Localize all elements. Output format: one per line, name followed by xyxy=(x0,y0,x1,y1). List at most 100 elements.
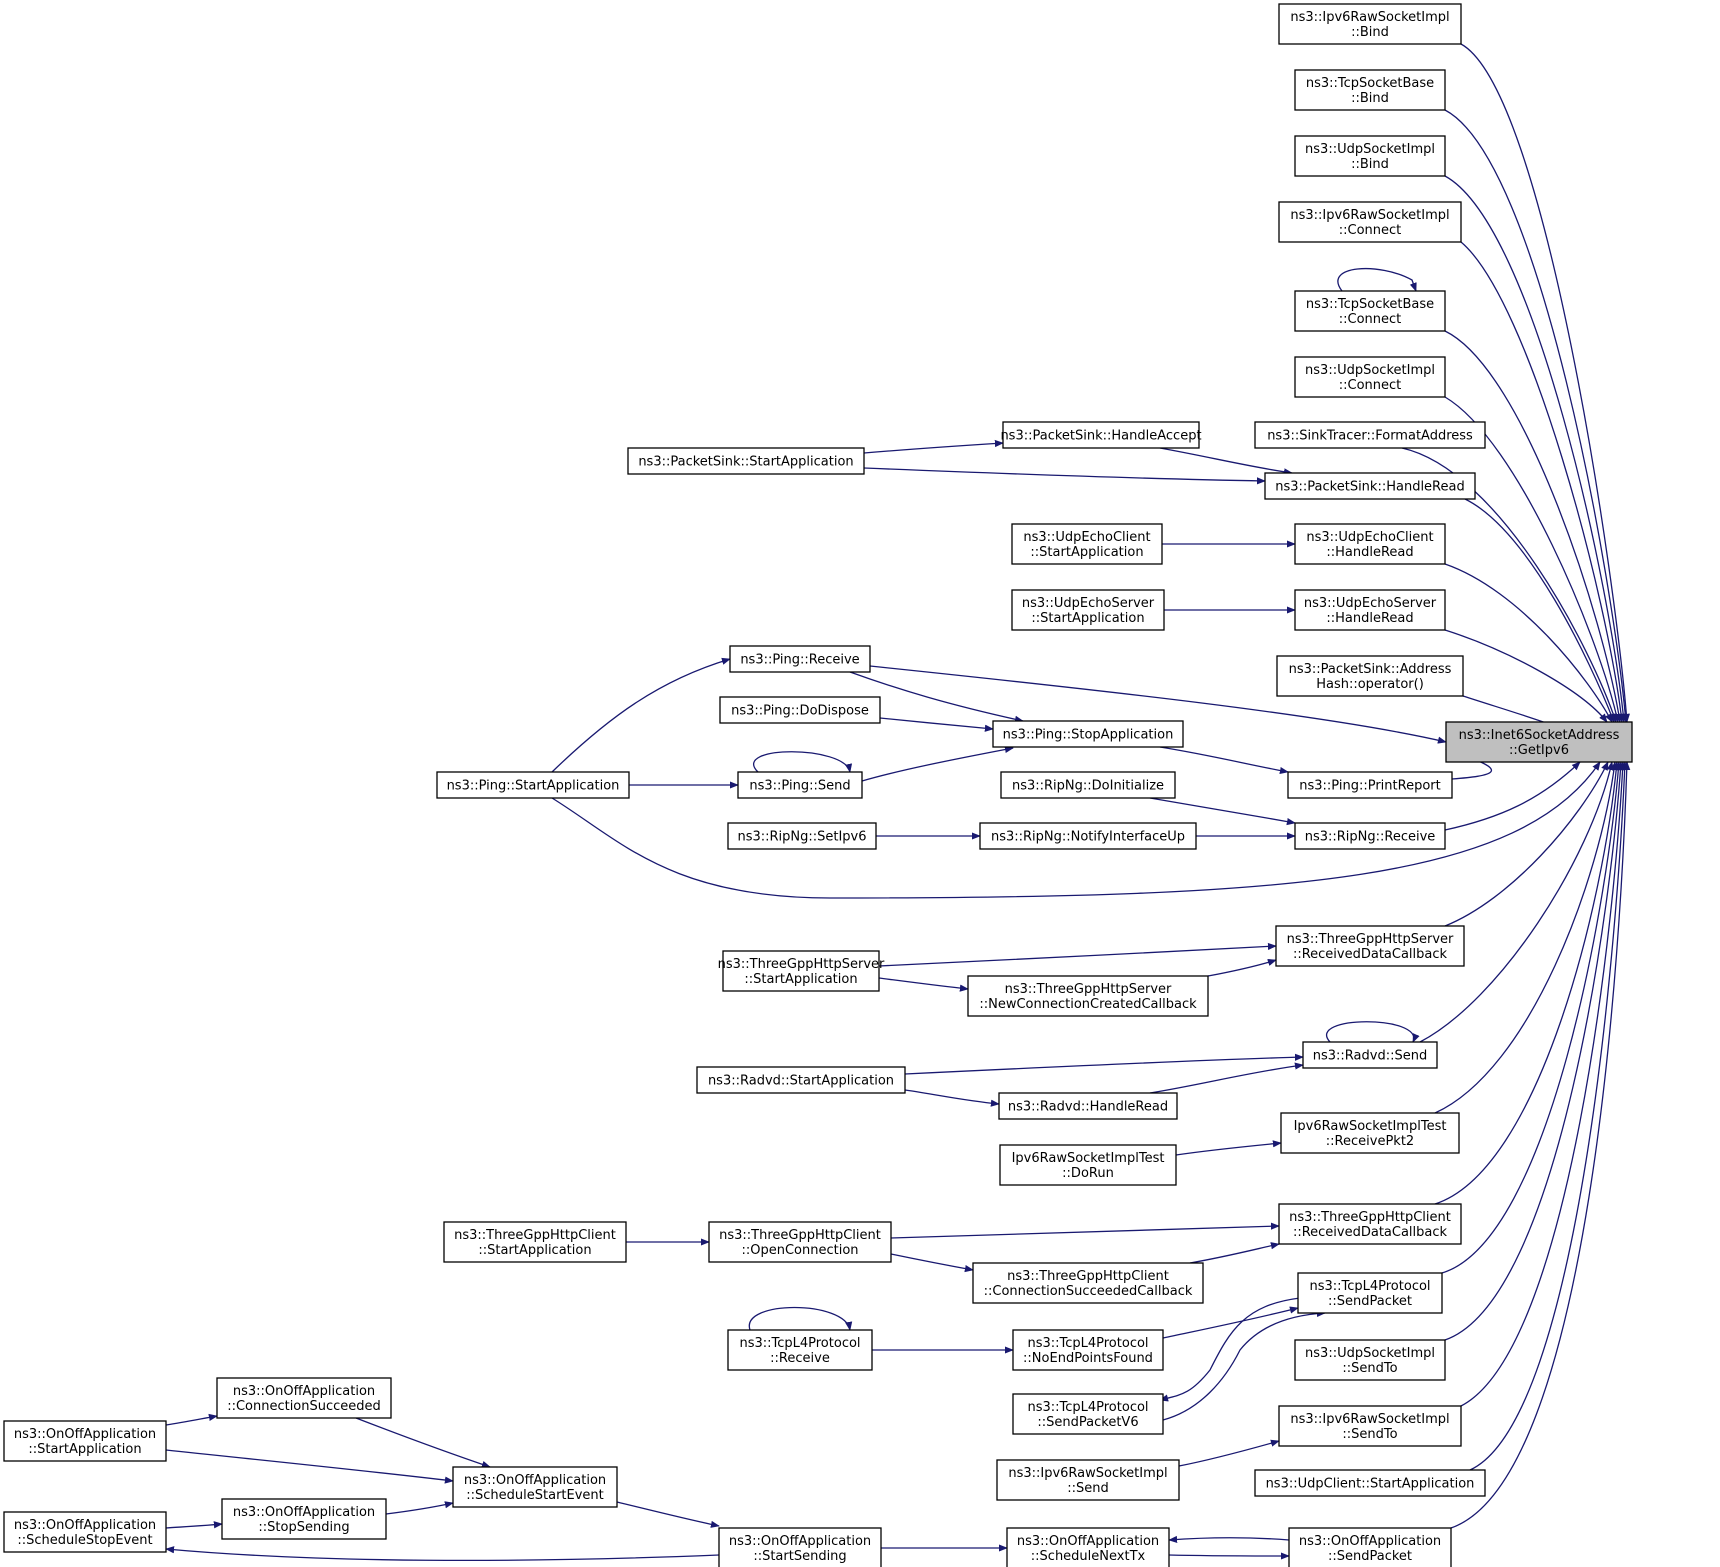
graph-node-radvd-start[interactable]: ns3::Radvd::StartApplication xyxy=(696,1066,906,1094)
node-label: ns3::Ping::Send xyxy=(749,779,850,794)
graph-node-radvd-read[interactable]: ns3::Radvd::HandleRead xyxy=(998,1092,1178,1120)
edge-rawtest_run-to-rawtest_pkt2 xyxy=(1175,1140,1282,1156)
graph-node-hc-recv[interactable]: ns3::ThreeGppHttpClient::ReceivedDataCal… xyxy=(1278,1203,1462,1245)
edge-oo_start-to-oo_schedstart xyxy=(165,1449,454,1484)
graph-node-radvd-send[interactable]: ns3::Radvd::Send xyxy=(1302,1041,1438,1069)
graph-node-hs-recv[interactable]: ns3::ThreeGppHttpServer::ReceivedDataCal… xyxy=(1275,925,1465,967)
edge-arrow xyxy=(1444,563,1613,723)
graph-node-ues-read[interactable]: ns3::UdpEchoServer::HandleRead xyxy=(1294,589,1446,631)
edge-arrow xyxy=(1450,761,1631,1529)
graph-node-udp-connect[interactable]: ns3::UdpSocketImpl::Connect xyxy=(1294,356,1446,398)
edge-arrow xyxy=(1460,761,1627,1407)
graph-node-ping-dispose[interactable]: ns3::Ping::DoDispose xyxy=(719,696,881,724)
node-label: ns3::ThreeGppHttpClient xyxy=(454,1228,616,1243)
node-box xyxy=(1011,589,1165,631)
graph-node-hc-open[interactable]: ns3::ThreeGppHttpClient::OpenConnection xyxy=(708,1221,892,1263)
edge-tcpl4_recv-to-tcpl4_recv xyxy=(748,1306,853,1331)
graph-node-hs-newconn[interactable]: ns3::ThreeGppHttpServer::NewConnectionCr… xyxy=(967,975,1209,1017)
node-label: ::StartApplication xyxy=(1030,545,1143,560)
graph-node-raw-connect[interactable]: ns3::Ipv6RawSocketImpl::Connect xyxy=(1278,201,1462,243)
edge-arrow xyxy=(1444,330,1623,723)
graph-node-uec-start[interactable]: ns3::UdpEchoClient::StartApplication xyxy=(1011,523,1163,565)
node-box xyxy=(719,696,881,724)
graph-node-raw-send[interactable]: ns3::Ipv6RawSocketImpl::Send xyxy=(996,1459,1180,1501)
graph-node-oo-schednext[interactable]: ns3::OnOffApplication::ScheduleNextTx xyxy=(1006,1527,1170,1567)
node-label: ::StartApplication xyxy=(478,1243,591,1258)
graph-node-rawtest-run[interactable]: Ipv6RawSocketImplTest::DoRun xyxy=(999,1144,1177,1186)
graph-node-oo-schedstop[interactable]: ns3::OnOffApplication::ScheduleStopEvent xyxy=(3,1511,167,1553)
graph-node-oo-schedstart[interactable]: ns3::OnOffApplication::ScheduleStartEven… xyxy=(452,1466,618,1508)
graph-node-ping-recv[interactable]: ns3::Ping::Receive xyxy=(729,645,871,673)
edge-radvd_start-to-radvd_send xyxy=(904,1053,1304,1075)
graph-node-oo-startsend[interactable]: ns3::OnOffApplication::StartSending xyxy=(718,1527,882,1567)
graph-node-udpclient-start[interactable]: ns3::UdpClient::StartApplication xyxy=(1254,1469,1486,1497)
node-label: ns3::UdpSocketImpl xyxy=(1305,142,1435,157)
graph-node-uec-read[interactable]: ns3::UdpEchoClient::HandleRead xyxy=(1294,523,1446,565)
edge-arrow xyxy=(1149,797,1296,826)
graph-node-udp-bind[interactable]: ns3::UdpSocketImpl::Bind xyxy=(1294,135,1446,177)
node-label: ::NoEndPointsFound xyxy=(1023,1351,1153,1366)
node-label: ::ConnectionSucceeded xyxy=(227,1399,381,1414)
graph-node-ues-start[interactable]: ns3::UdpEchoServer::StartApplication xyxy=(1011,589,1165,631)
graph-node-tcpl4-recv[interactable]: ns3::TcpL4Protocol::Receive xyxy=(727,1329,873,1371)
graph-node-tcpl4-noep[interactable]: ns3::TcpL4Protocol::NoEndPointsFound xyxy=(1012,1329,1164,1371)
edge-arrow xyxy=(753,751,853,773)
graph-node-hc-start[interactable]: ns3::ThreeGppHttpClient::StartApplicatio… xyxy=(443,1221,627,1263)
edge-udpclient_start-to-focus xyxy=(1469,761,1629,1471)
node-label: ::NewConnectionCreatedCallback xyxy=(979,997,1197,1012)
edge-rip_init-to-rip_recv xyxy=(1149,797,1296,826)
graph-node-rip-recv[interactable]: ns3::RipNg::Receive xyxy=(1294,822,1446,850)
graph-node-oo-stopsend[interactable]: ns3::OnOffApplication::StopSending xyxy=(221,1498,387,1540)
graph-node-tcp-connect[interactable]: ns3::TcpSocketBase::Connect xyxy=(1294,290,1446,332)
node-label: ns3::OnOffApplication xyxy=(14,1427,156,1442)
edge-hs_start-to-hs_recv xyxy=(878,942,1277,967)
graph-node-raw-sendto[interactable]: ns3::Ipv6RawSocketImpl::SendTo xyxy=(1278,1405,1462,1447)
graph-node-sinktracer[interactable]: ns3::SinkTracer::FormatAddress xyxy=(1254,421,1486,449)
node-label: ns3::Radvd::Send xyxy=(1313,1049,1427,1064)
graph-node-hs-start[interactable]: ns3::ThreeGppHttpServer::StartApplicatio… xyxy=(718,950,885,992)
graph-node-ping-start[interactable]: ns3::Ping::StartApplication xyxy=(436,771,630,799)
graph-node-rawtest-pkt2[interactable]: Ipv6RawSocketImplTest::ReceivePkt2 xyxy=(1280,1112,1460,1154)
graph-node-ping-send[interactable]: ns3::Ping::Send xyxy=(737,771,863,799)
graph-node-oo-start[interactable]: ns3::OnOffApplication::StartApplication xyxy=(3,1420,167,1462)
node-label: ns3::UdpSocketImpl xyxy=(1305,1346,1435,1361)
focus-node[interactable]: ns3::Inet6SocketAddress::GetIpv6 xyxy=(1445,721,1633,763)
graph-node-rip-setipv6[interactable]: ns3::RipNg::SetIpv6 xyxy=(727,822,877,850)
node-label: ::Send xyxy=(1067,1481,1109,1496)
node-label: ns3::TcpL4Protocol xyxy=(739,1336,860,1351)
nodes-layer: ns3::Inet6SocketAddress::GetIpv6ns3::Ipv… xyxy=(3,3,1633,1567)
graph-node-ps-accept[interactable]: ns3::PacketSink::HandleAccept xyxy=(1000,421,1202,449)
graph-node-tcpl4-sendv6[interactable]: ns3::TcpL4Protocol::SendPacketV6 xyxy=(1012,1393,1164,1435)
node-box xyxy=(1280,1112,1460,1154)
graph-node-rip-notify[interactable]: ns3::RipNg::NotifyInterfaceUp xyxy=(979,822,1197,850)
graph-node-oo-sendpkt[interactable]: ns3::OnOffApplication::SendPacket xyxy=(1288,1527,1452,1567)
edge-ping_dispose-to-ping_stop xyxy=(879,717,994,732)
node-box xyxy=(998,1092,1178,1120)
node-box xyxy=(1012,1329,1164,1371)
graph-node-oo-connsucc[interactable]: ns3::OnOffApplication::ConnectionSucceed… xyxy=(216,1377,392,1419)
node-box xyxy=(1012,1393,1164,1435)
node-label: ns3::PacketSink::StartApplication xyxy=(638,455,853,470)
graph-node-ps-read[interactable]: ns3::PacketSink::HandleRead xyxy=(1264,472,1476,500)
graph-node-tcpl4-send[interactable]: ns3::TcpL4Protocol::SendPacket xyxy=(1297,1272,1443,1314)
graph-node-ping-report[interactable]: ns3::Ping::PrintReport xyxy=(1287,771,1453,799)
graph-node-ping-stop[interactable]: ns3::Ping::StopApplication xyxy=(992,720,1184,748)
node-label: ns3::UdpSocketImpl xyxy=(1305,363,1435,378)
edges-layer xyxy=(165,43,1631,1562)
graph-node-tcp-bind[interactable]: ns3::TcpSocketBase::Bind xyxy=(1294,69,1446,111)
edge-arrow xyxy=(1159,447,1293,476)
edge-arrow xyxy=(1460,43,1630,723)
node-box xyxy=(1294,356,1446,398)
graph-node-raw-bind[interactable]: ns3::Ipv6RawSocketImpl::Bind xyxy=(1278,3,1462,45)
graph-node-ps-start[interactable]: ns3::PacketSink::StartApplication xyxy=(627,447,865,475)
node-label: ::ScheduleStopEvent xyxy=(17,1533,152,1548)
graph-node-udp-sendto[interactable]: ns3::UdpSocketImpl::SendTo xyxy=(1294,1339,1446,1381)
graph-node-hc-succ[interactable]: ns3::ThreeGppHttpClient::ConnectionSucce… xyxy=(972,1262,1204,1304)
edge-arrow xyxy=(1159,1297,1301,1402)
node-label: ns3::Ping::StopApplication xyxy=(1003,728,1174,743)
node-label: ::GetIpv6 xyxy=(1509,743,1569,758)
node-box xyxy=(1297,1272,1443,1314)
graph-node-rip-init[interactable]: ns3::RipNg::DoInitialize xyxy=(1000,771,1176,799)
